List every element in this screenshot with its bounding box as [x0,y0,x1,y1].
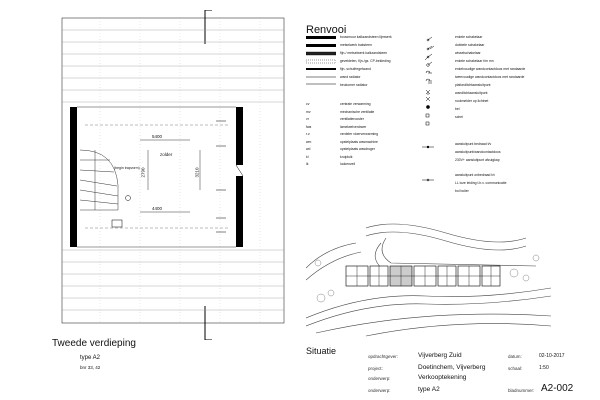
legend-lines-right3: aansluitpunt onbedraad t/v LL loze leidi… [455,173,507,193]
floor-type: type A2 [80,355,101,361]
floor-outline [61,17,285,324]
bladnummer-value: A2-002 [541,383,574,394]
roof-pattern-top [62,29,284,103]
wall-right-lower [236,176,243,247]
schaal-value: 1:50 [539,365,549,371]
legend-lines-left: bouwmuur kalkzandsteen lijmwerk metselwe… [340,35,392,87]
onderwerp2-value: type A2 [418,386,440,393]
room-label: zolder [160,152,173,157]
wall-right [236,107,243,165]
datum-label: datum: [508,354,522,359]
situation-title: Situatie [306,346,337,356]
legend-abbr-desc: centrale verwarming mechanische ventilat… [340,102,379,166]
legend-symbols [422,36,435,182]
situation-map [306,223,551,337]
roof-pattern-bottom [62,249,284,311]
project-label: project: [368,366,383,371]
schaal-label: schaal: [508,366,523,371]
title-block: opdrachtgever: Vijverberg Zuid project: … [306,352,596,398]
floor-plan [61,10,285,340]
legend-lines-right2: aansluitpunt bedraad t/v aansluitpunt/wa… [455,142,501,162]
onderwerp2-label: onderwerp: [368,388,391,393]
legend-swatches [306,36,336,85]
stair-note: (begin trapvorm) [114,166,140,170]
datum-value: 02-10-2017 [539,353,565,359]
bladnummer-label: bladnummer: [508,388,535,393]
opdrachtgever-value: Vijverberg Zuid [418,352,462,359]
project-value: Doetinchem, Vijverberg [418,364,486,371]
dim-left: 2790 [140,167,146,178]
opdrachtgever-label: opdrachtgever: [368,354,399,359]
wall-left [70,107,77,247]
legend-title: Renvooi [306,24,347,36]
floor-bnr: bnr 33, 42 [80,365,101,370]
floor-title: Tweede verdieping [52,338,136,349]
legend-lines-right: enkele schakelaar dubbele schakelaar wis… [455,35,526,119]
onderwerp-label: onderwerp: [368,376,391,381]
dim-top: 5400 [152,134,163,139]
dim-bottom: 4400 [152,206,163,211]
legend-abbr: cv mv vr fwa r.v. wm wd kl lk [306,102,312,166]
stair [79,149,119,211]
onderwerp-value: Verkooptekening [418,374,467,381]
dim-right: 3210 [194,167,200,178]
